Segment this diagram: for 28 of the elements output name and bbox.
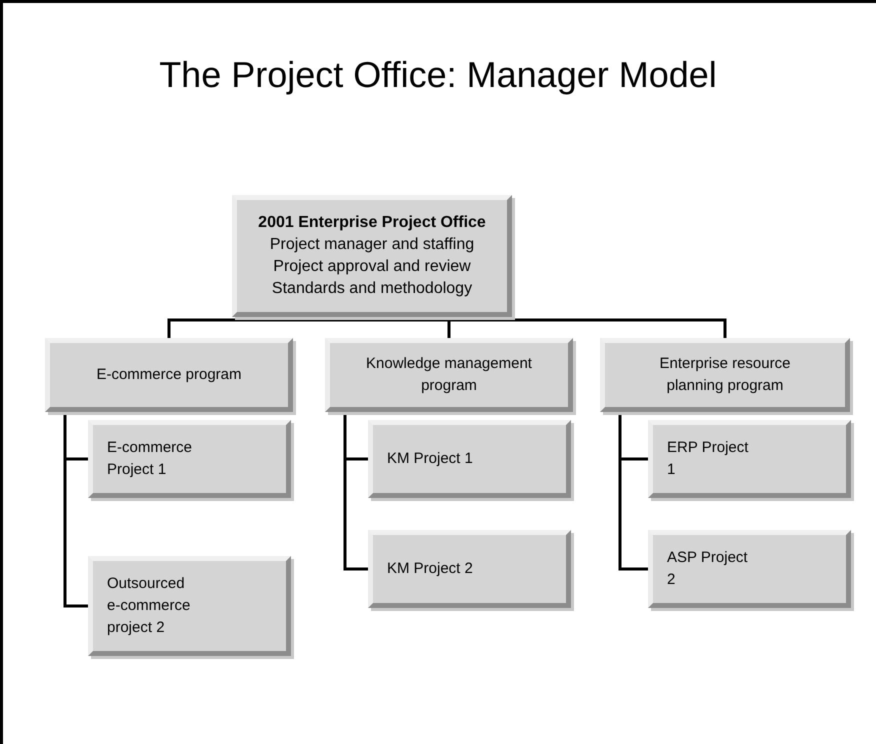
box-text: KM Project 2 (387, 559, 473, 579)
org-box (45, 338, 293, 412)
box-text: Knowledge management program (365, 354, 533, 396)
org-box (648, 420, 851, 498)
box-heading: 2001 Enterprise Project Office (258, 213, 486, 233)
box-text: E-commerce program (96, 365, 242, 385)
box-text: KM Project 1 (387, 449, 473, 469)
box-text: ASP Project 2 (667, 548, 749, 590)
org-box (232, 195, 512, 317)
box-text: Project approval and review (273, 257, 471, 277)
org-box (648, 530, 851, 608)
org-box (88, 420, 291, 498)
box-text: ERP Project 1 (667, 438, 750, 480)
connector-line (370, 316, 726, 338)
box-text: Enterprise resource planning program (658, 354, 792, 396)
box-text: Outsourced e-commerce project 2 (107, 574, 192, 638)
title: The Project Office: Manager Model (158, 53, 718, 97)
connector-line (344, 412, 368, 570)
org-box (600, 338, 850, 412)
box-text: Project manager and staffing (270, 235, 474, 255)
connector-line (618, 412, 648, 570)
org-box (325, 338, 573, 412)
org-box (368, 530, 571, 608)
box-text: Standards and methodology (272, 279, 472, 299)
org-box (88, 556, 291, 656)
connector-line (168, 317, 374, 338)
box-text: E-commerce Project 1 (107, 438, 194, 480)
org-box (368, 420, 571, 498)
